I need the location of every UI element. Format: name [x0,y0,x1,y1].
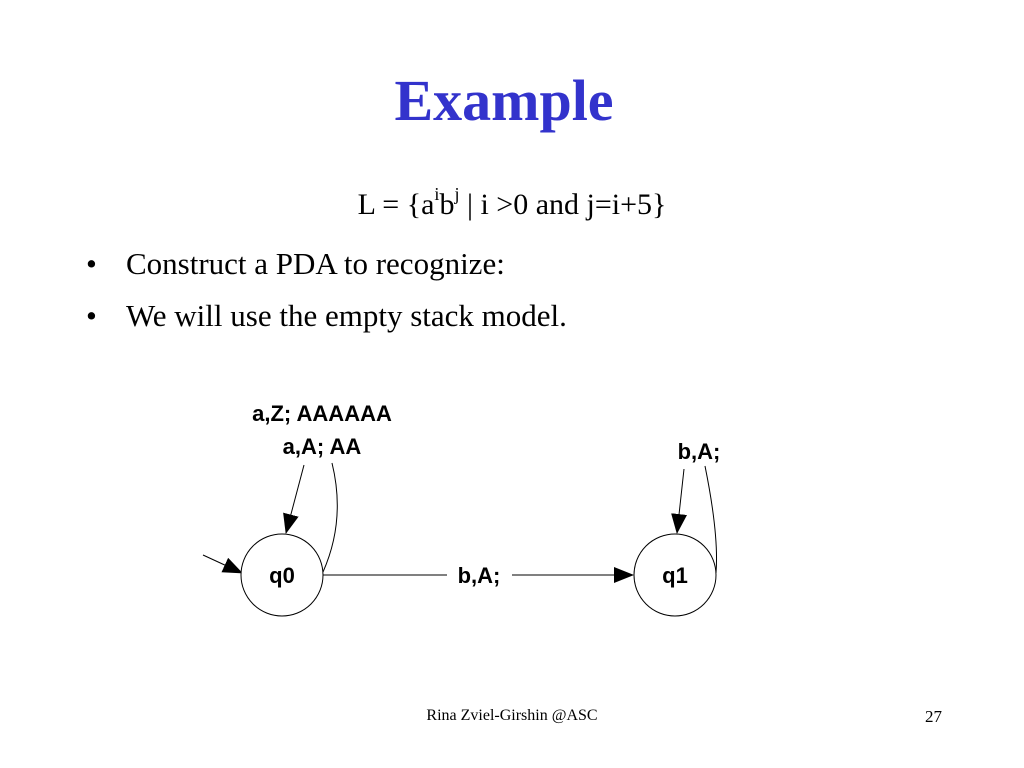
formula-middle: b [439,188,455,221]
state-q1-circle [633,533,717,617]
formula-prefix: L = {a [357,188,435,221]
page-number: 27 [925,707,942,726]
bullet-item: • We will use the empty stack model. [86,290,567,342]
bullet-text: Construct a PDA to recognize: [126,246,505,281]
bullet-dot-icon: • [86,246,97,281]
slide-title: Example [394,68,614,133]
q0-loop-label-1: a,Z; AAAAAA [252,401,392,426]
q0-self-loop-out [322,462,338,573]
q0-q1-label: b,A; [458,563,501,588]
q1-loop-label: b,A; [678,439,721,464]
formula-suffix: | i >0 and j=i+5} [459,188,667,221]
language-formula: L = {aibj | i >0 and j=i+5} [0,184,1024,224]
bullet-list: • Construct a PDA to recognize: • We wil… [86,238,567,342]
q1-self-loop-out [704,465,718,574]
bullet-item: • Construct a PDA to recognize: [86,238,567,290]
q1-self-loop-arrow [671,468,688,534]
footer-author: Rina Zviel-Girshin @ASC [426,707,598,724]
start-arrow [202,554,243,574]
formula-exponent-i: i [434,184,440,204]
formula-exponent-j: j [454,184,460,204]
q0-loop-label-2: a,A; AA [283,434,362,459]
bullet-dot-icon: • [86,298,97,333]
state-q0-label: q0 [269,563,295,588]
state-q1-label: q1 [662,563,688,588]
bullet-text: We will use the empty stack model. [126,298,567,333]
q0-self-loop-arrow [283,464,305,534]
